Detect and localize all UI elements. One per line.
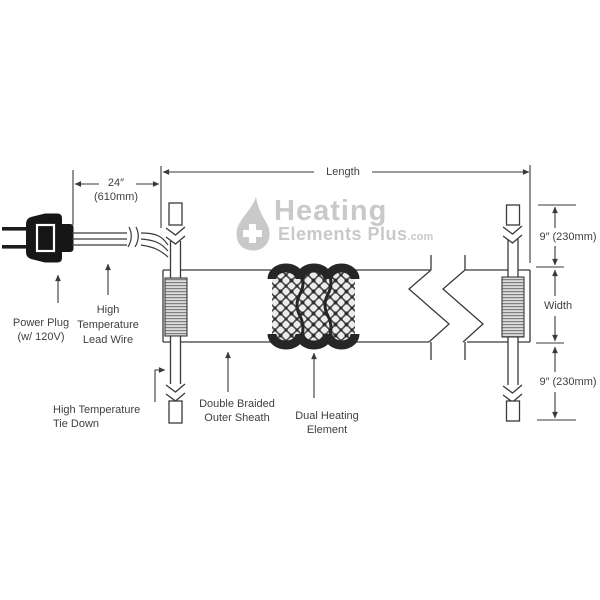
sheath-break-symbol bbox=[408, 255, 484, 360]
outer-sheath-label-line1: Double Braided bbox=[199, 398, 275, 410]
flame-logo-icon bbox=[236, 197, 270, 251]
power-plug-label: Power Plug (w/ 120V) bbox=[7, 316, 75, 344]
outer-sheath-outline bbox=[162, 269, 531, 343]
outer-sheath-label-line2: Outer Sheath bbox=[204, 412, 270, 424]
dim-24in-metric: (610mm) bbox=[93, 191, 138, 203]
label-pointer-arrows bbox=[55, 263, 317, 402]
dimension-9in-top bbox=[536, 204, 576, 268]
dimension-lead-24in bbox=[72, 166, 162, 228]
outer-sheath-label: Double Braided Outer Sheath bbox=[187, 397, 287, 425]
heating-element-label-line2: Element bbox=[306, 424, 348, 436]
lead-wire-label-line3: Lead Wire bbox=[82, 334, 134, 346]
lead-wires bbox=[72, 226, 169, 258]
heating-element-label-line1: Dual Heating bbox=[295, 410, 359, 422]
tie-down-right bbox=[501, 204, 525, 422]
tie-down-leader bbox=[154, 367, 166, 402]
power-plug-icon bbox=[2, 213, 74, 263]
dim-width-label: Width bbox=[543, 300, 573, 312]
tie-down-left bbox=[164, 202, 188, 424]
dim-9in-top-text: 9″ (230mm) bbox=[539, 231, 597, 243]
tie-down-label-line2: Tie Down bbox=[53, 418, 100, 430]
dim-length-label: Length bbox=[315, 166, 371, 178]
watermark-brand-bottom: Elements Plus.com bbox=[278, 224, 433, 245]
watermark-brand-bottom-text: Elements Plus bbox=[278, 224, 408, 244]
watermark-brand-top: Heating bbox=[274, 195, 388, 227]
lead-wire-label: High Temperature Lead Wire bbox=[70, 303, 146, 348]
dimension-width bbox=[536, 269, 564, 344]
heating-element-label: Dual Heating Element bbox=[277, 409, 377, 437]
dual-heating-element-braid bbox=[267, 263, 360, 350]
power-plug-label-line2: (w/ 120V) bbox=[17, 331, 65, 343]
watermark-suffix: .com bbox=[407, 231, 434, 243]
tie-down-label-line1: High Temperature bbox=[53, 404, 141, 416]
dimension-9in-bottom bbox=[537, 346, 576, 421]
dimension-length bbox=[162, 165, 531, 263]
dim-24in-value: 24″ bbox=[107, 177, 125, 189]
lead-wire-label-line1: High bbox=[96, 304, 120, 316]
tie-down-label: High Temperature Tie Down bbox=[53, 403, 163, 431]
power-plug-label-line1: Power Plug bbox=[12, 317, 70, 329]
lead-wire-label-line2: Temperature bbox=[77, 319, 139, 331]
wire-break-marks bbox=[127, 226, 139, 248]
dim-9in-bottom-text: 9″ (230mm) bbox=[539, 376, 597, 388]
